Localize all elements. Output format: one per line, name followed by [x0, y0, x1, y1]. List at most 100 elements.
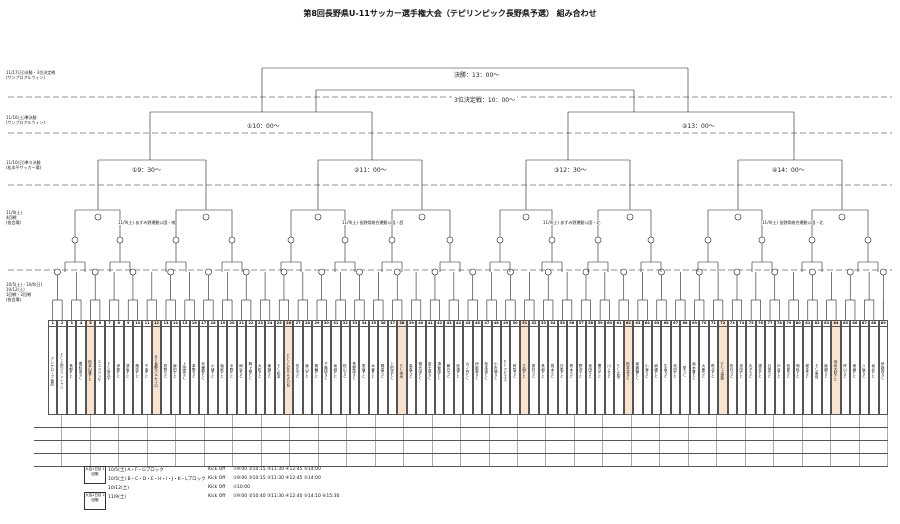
team-name: 千曲ＦＣ: [145, 363, 150, 379]
result-cell: [461, 415, 490, 427]
result-cell: [490, 454, 518, 466]
result-cell: [689, 441, 718, 453]
team-number: 81: [804, 321, 812, 327]
match-marker: [172, 236, 180, 244]
result-cell: [603, 441, 632, 453]
team-number: 42: [435, 321, 444, 327]
tournament-bracket: [8, 67, 892, 320]
result-cell: [660, 454, 689, 466]
result-cell: [546, 454, 575, 466]
team-number: 70: [700, 321, 708, 327]
team-number: 35: [369, 321, 378, 327]
result-cell: [774, 428, 803, 440]
team-number: 14: [171, 321, 180, 327]
team-number: 60: [605, 321, 614, 327]
result-cell: [319, 428, 348, 440]
team-number: 87: [860, 321, 869, 327]
team-name: ＦＣアビエス: [503, 360, 508, 382]
final-day-label: 11/17(日)決勝・3位決定戦 (サンプロアルウィン): [6, 70, 56, 80]
team-number: 72: [719, 321, 727, 327]
team-name: 小布施ＳＣ: [494, 362, 499, 380]
match-marker: [280, 268, 288, 276]
match-marker: [341, 236, 349, 244]
result-cell: [376, 441, 405, 453]
match-marker: [418, 213, 426, 221]
result-cell: [91, 428, 120, 440]
team-number: 67: [671, 321, 680, 327]
schedule-row: 10/5(土) A・F・Gブロック Kick Off ①9:00 ②10:15 …: [108, 465, 408, 474]
result-cell: [831, 415, 860, 427]
match-marker: [771, 268, 779, 276]
team-name: 豊科南ＳＣ: [79, 362, 84, 380]
match-marker: [809, 268, 816, 276]
team-name: 須坂南ＦＣ: [437, 362, 442, 380]
result-cell: [176, 415, 205, 427]
kickoff-label: Kick Off: [208, 494, 226, 499]
team-name: 長野ＦＣ: [69, 363, 74, 379]
team-number: 52: [530, 321, 538, 327]
match-marker: [431, 268, 439, 276]
team-name: ＦＣ信州: [399, 363, 404, 379]
team-number: 74: [737, 321, 746, 327]
team-number: 9: [124, 321, 132, 327]
match-marker: [548, 236, 556, 244]
match-marker: [626, 213, 634, 221]
result-cell: [717, 441, 746, 453]
result-cell: [176, 428, 205, 440]
match-marker: [318, 268, 326, 276]
team-number: 20: [228, 321, 236, 327]
team-name: 青木ＳＣ: [569, 363, 574, 379]
team-name: 塩尻ＦＣ: [220, 363, 225, 379]
team-number: 38: [398, 321, 406, 327]
result-cell: [575, 415, 604, 427]
team-name: 原村ＳＣ: [532, 363, 537, 379]
team-name: 松代ＳＣ: [730, 363, 735, 379]
match-marker: [393, 268, 401, 276]
team-name: 坂北ＦＣ: [871, 363, 876, 379]
result-cell: [689, 454, 718, 466]
schedule-times: ①9:00 ②10:15 ③11:30 ④12:45 ⑤14:00: [233, 467, 321, 472]
match-marker: [54, 268, 61, 276]
semi1-label: ①10：00～: [245, 121, 282, 130]
result-cell: [546, 428, 575, 440]
team-number: 75: [747, 321, 755, 327]
team-number: 12: [152, 321, 161, 327]
team-number: 41: [426, 321, 434, 327]
schedule-date: 10/12(土): [108, 485, 129, 491]
match-marker: [864, 236, 872, 244]
results-row: [34, 415, 889, 428]
result-cell: [205, 415, 234, 427]
result-cell: [490, 441, 518, 453]
team-number: 46: [473, 321, 482, 327]
match-marker: [388, 236, 396, 244]
result-cell: [205, 441, 234, 453]
team-name: 伊那西ＳＣ: [881, 362, 886, 380]
results-row: [34, 441, 889, 454]
result-cell: [290, 428, 319, 440]
team-number: 18: [209, 321, 217, 327]
team-name: 岡谷ＳＣ: [239, 363, 244, 379]
team-name: 大町ＦＣ: [258, 363, 263, 379]
team-name: 須坂ＦＣ: [126, 363, 131, 379]
team-number: 82: [813, 321, 821, 327]
